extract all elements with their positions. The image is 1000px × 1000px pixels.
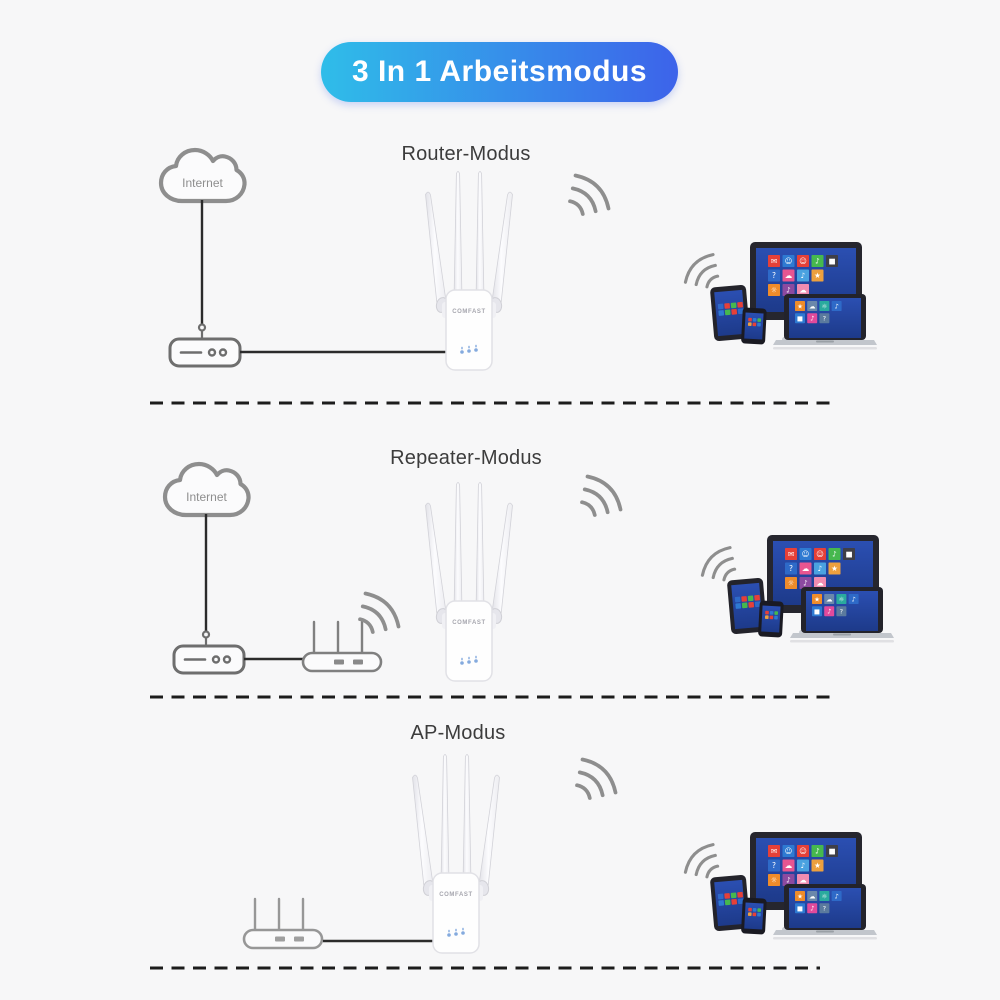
wifi-transmit-icon [580, 474, 623, 517]
section-ap-modus [150, 753, 877, 970]
wifi-router-icon [301, 620, 383, 673]
client-devices-icon [685, 832, 877, 940]
internet-cloud-icon [161, 150, 245, 201]
modem-icon [168, 323, 242, 368]
internet-cloud-icon [165, 464, 249, 515]
section-router-modus [150, 150, 877, 405]
repeater-device-icon [411, 753, 501, 954]
wifi-transmit-icon [568, 173, 611, 216]
title-banner: 3 In 1 Arbeitsmodus [321, 42, 678, 102]
repeater-device-icon [424, 481, 514, 682]
title-banner-label: 3 In 1 Arbeitsmodus [351, 55, 648, 88]
section-title-ap-modus: AP-Modus [410, 722, 506, 744]
wifi-transmit-icon [575, 757, 618, 800]
wifi-transmit-icon [358, 591, 401, 634]
wifi-router-icon [242, 897, 324, 950]
client-devices-icon [702, 535, 894, 643]
client-devices-icon [685, 242, 877, 350]
section-title-router-modus: Router-Modus [401, 143, 531, 165]
section-repeater-modus [150, 464, 894, 699]
modem-icon [172, 630, 246, 675]
repeater-device-icon [424, 170, 514, 371]
section-title-repeater-modus: Repeater-Modus [390, 447, 542, 469]
